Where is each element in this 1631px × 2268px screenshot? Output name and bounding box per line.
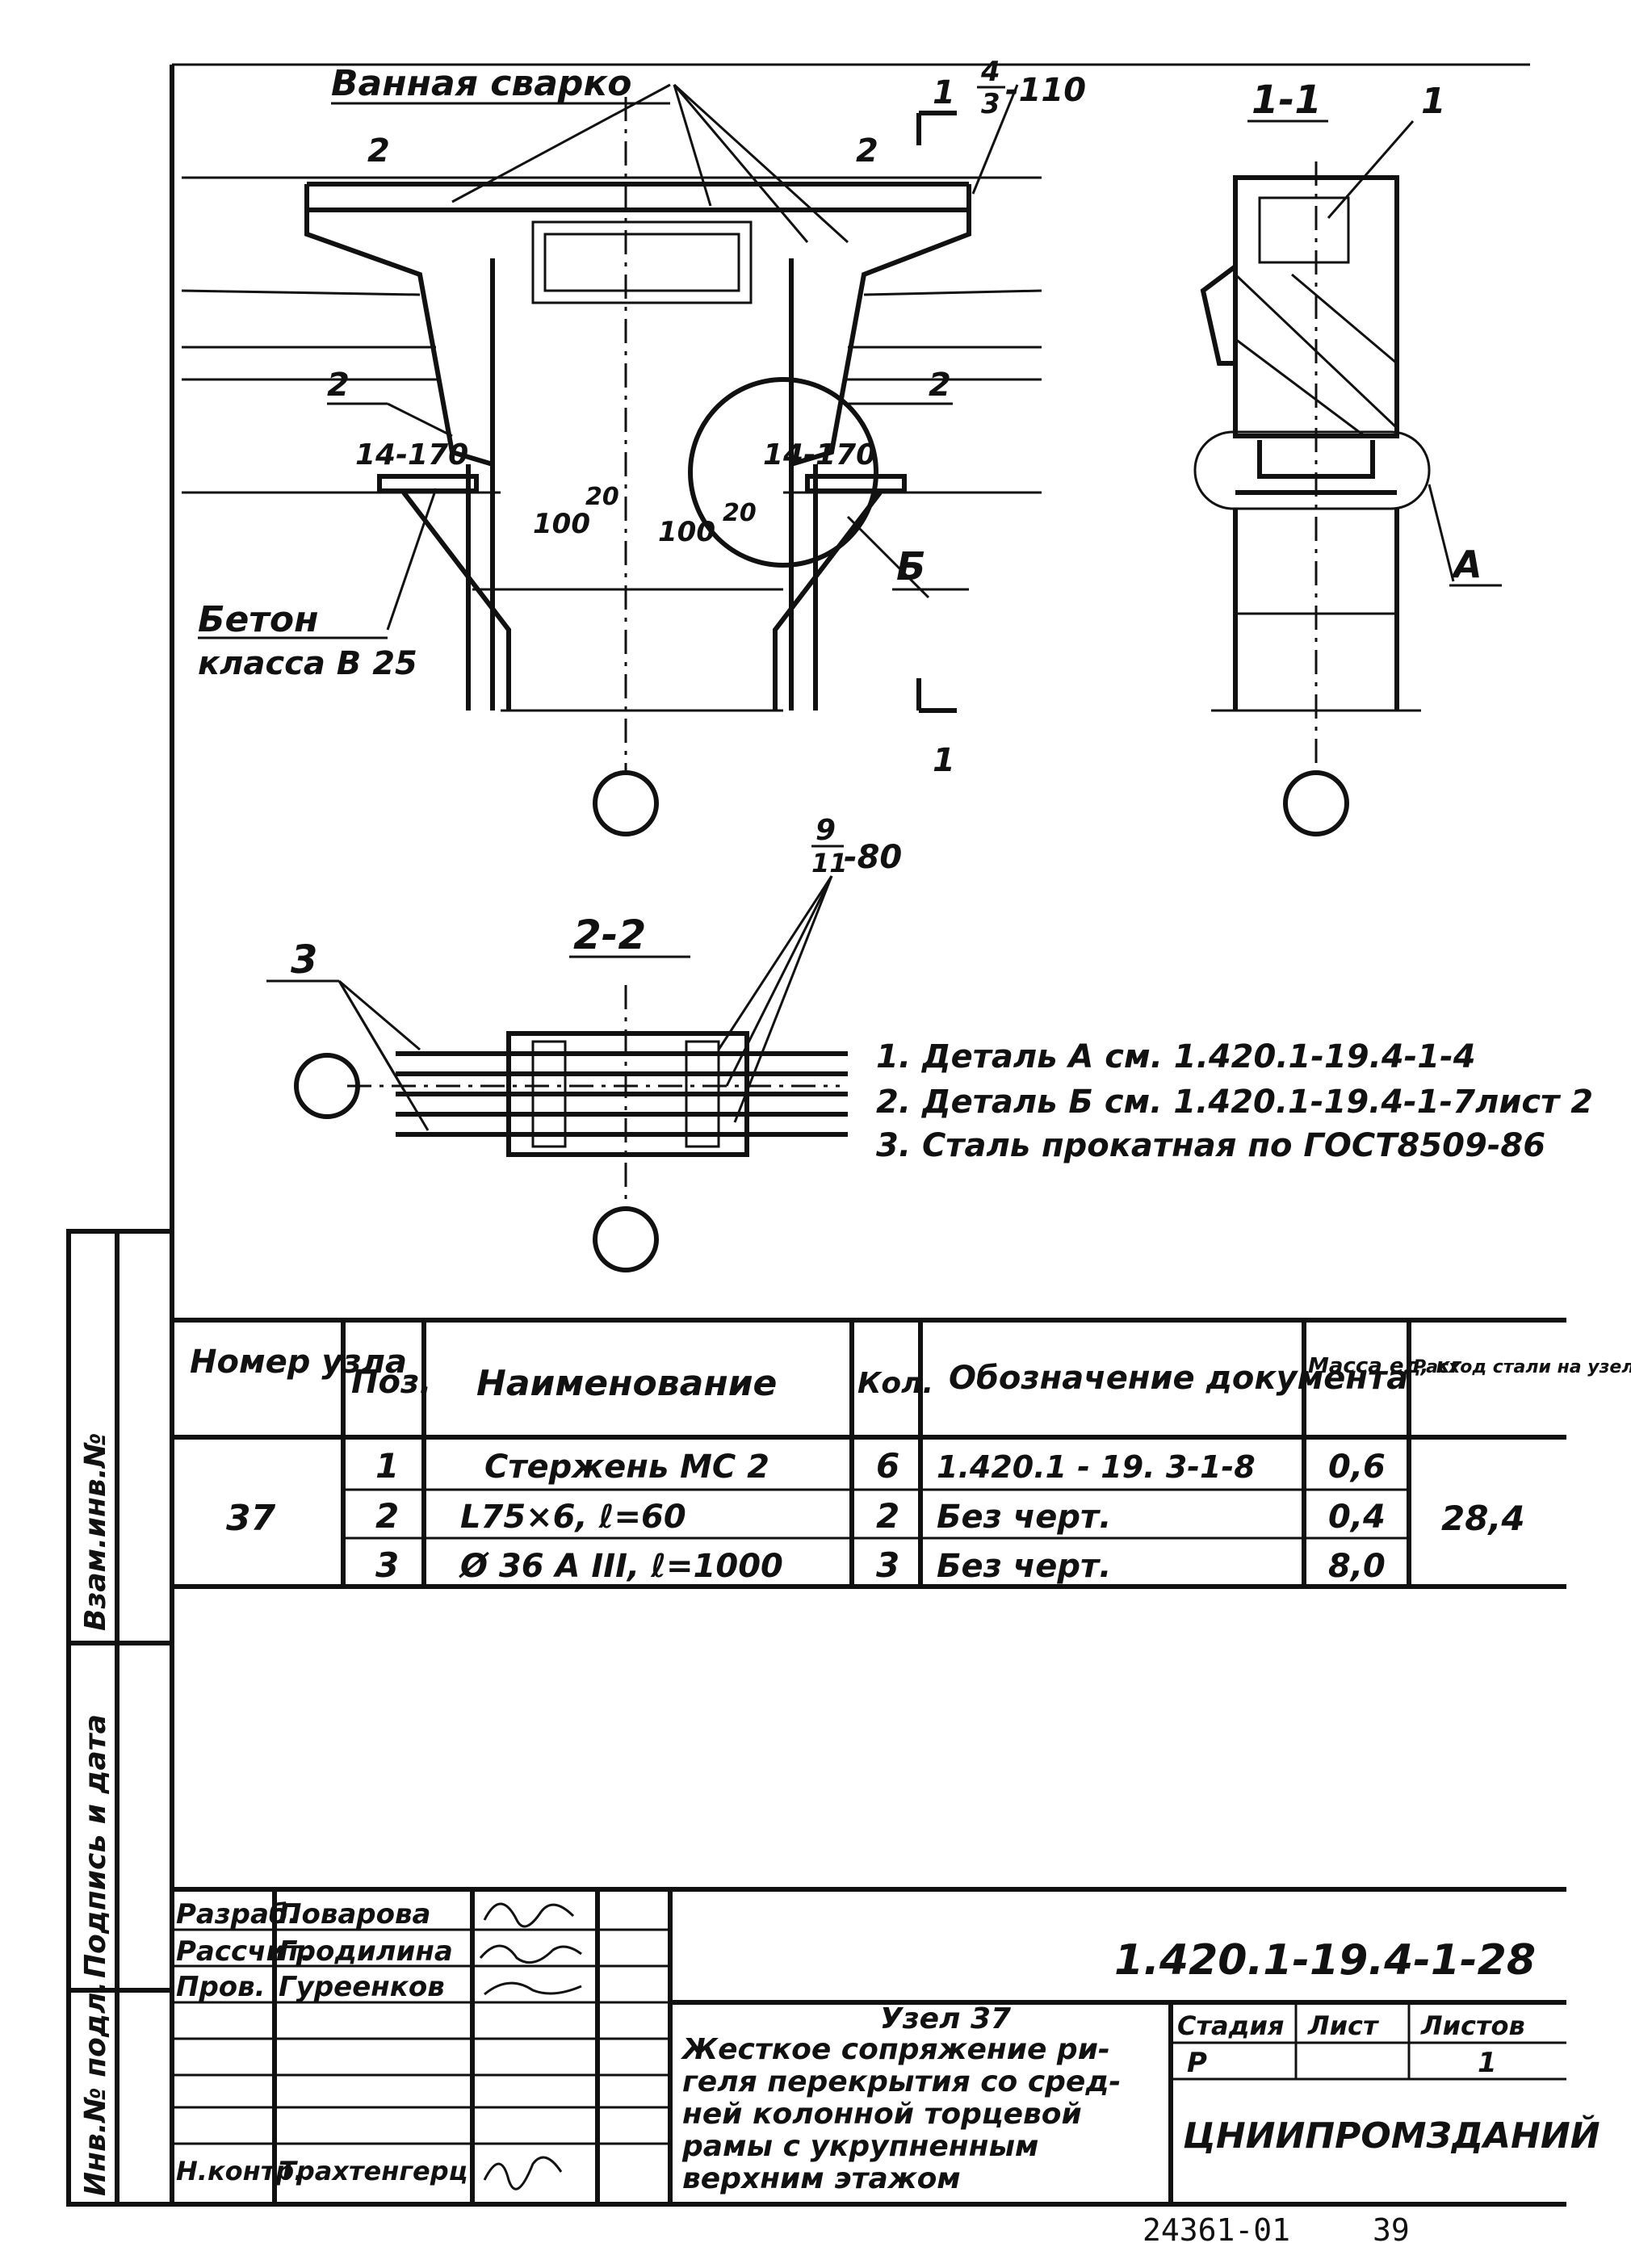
dim-100-left: 100 (533, 508, 590, 540)
side-field-3: Инв.№ подл. (79, 1981, 112, 2196)
dim-20-right: 20 (723, 499, 757, 527)
side-field-1: Взам.инв.№ (79, 1432, 112, 1631)
row3-pos: 3 (375, 1545, 399, 1585)
row3-mass: 8,0 (1328, 1548, 1386, 1585)
row2-mass: 0,4 (1328, 1499, 1386, 1536)
rebar-right: 14-170 (763, 438, 876, 472)
role-3: Пров. (176, 1971, 266, 2003)
section-1-1: 1-1 1 А (1193, 78, 1502, 836)
th-pos: Поз. (351, 1364, 431, 1401)
rebar-top-den: 3 (981, 88, 1000, 120)
concrete-label-2: класса В 25 (198, 645, 417, 682)
row1-mass: 0,6 (1328, 1448, 1386, 1486)
role-4: Н.контр. (176, 2156, 304, 2186)
sheet-label: Лист (1307, 2010, 1380, 2041)
rebar-left: 14-170 (355, 438, 468, 472)
axis-bubble-2-2-bottom (593, 1206, 659, 1272)
th-doc: Обозначение документа (949, 1360, 1408, 1397)
stage-value: Р (1187, 2047, 1207, 2079)
signature-2 (479, 1944, 582, 1964)
total-steel: 28,4 (1441, 1499, 1525, 1538)
name-2: Гродилина (279, 1935, 453, 1968)
th-node: Номер узла (190, 1344, 407, 1381)
callout-3: 3 (291, 937, 317, 983)
rebar-top-num: 4 (980, 56, 1000, 88)
row3-doc: Без черт. (937, 1548, 1111, 1585)
sheets-value: 1 (1478, 2047, 1497, 2079)
weld-label: Ванная сварко (331, 63, 632, 104)
axis-bubble-1-1 (1283, 770, 1349, 836)
row1-qty: 6 (876, 1446, 899, 1486)
side-field-2: Подпись и дата (79, 1714, 112, 1978)
spec-table: Номер узла Поз. Наименование Кол. Обозна… (172, 1318, 1631, 1589)
concrete-label-1: Бетон (198, 599, 319, 640)
callout-2-right-top: 2 (856, 132, 878, 170)
th-mass: Масса ед, кг (1308, 1354, 1462, 1378)
title-line-5: рамы с укрупненным (681, 2130, 1038, 2163)
title-block: Разраб. Поварова Рассчит. Гродилина Пров… (172, 1887, 1600, 2248)
callout-2-left-mid: 2 (327, 367, 350, 404)
rebar-22-spec: -80 (844, 839, 902, 876)
rebar-top-spec: -110 (1005, 72, 1086, 109)
signature-3 (484, 1981, 582, 1996)
doc-code: 1.420.1-19.4-1-28 (1114, 1936, 1536, 1985)
row2-qty: 2 (876, 1496, 899, 1536)
axis-bubble-main (593, 770, 659, 836)
title-line-3: геля перекрытия со сред- (682, 2065, 1121, 2098)
section-mark-top: 1 (933, 74, 955, 111)
note-1: 1. Деталь А см. 1.420.1-19.4-1-4 (876, 1038, 1476, 1075)
row3-name: Ø 36 А III, ℓ=1000 (459, 1548, 783, 1585)
title-line-1: Узел 37 (880, 2002, 1011, 2035)
footer-code: 24361-01 (1143, 2212, 1290, 2248)
rebar-22-den: 11 (811, 848, 848, 878)
callout-2-right-mid: 2 (929, 367, 951, 404)
stage-label: Стадия (1177, 2010, 1284, 2041)
detail-b-circle (688, 377, 878, 568)
section-2-2: 2-2 9 11 -80 3 (266, 814, 902, 1272)
th-steel: Расход стали на узел кг (1413, 1357, 1631, 1377)
note-2: 2. Деталь Б см. 1.420.1-19.4-1-7лист 2 (876, 1084, 1593, 1121)
row2-doc: Без черт. (937, 1499, 1111, 1536)
row2-name: L75×6, ℓ=60 (460, 1499, 686, 1536)
title-line-4: ней колонной торцевой (682, 2098, 1082, 2131)
title-line-6: верхним этажом (682, 2162, 961, 2195)
signature-1 (483, 1902, 575, 1928)
signature-4 (483, 2156, 563, 2190)
dim-20-left: 20 (585, 483, 619, 511)
section-mark-bottom: 1 (933, 742, 955, 779)
role-2: Рассчит. (176, 1935, 312, 1968)
title-line-2: Жесткое сопряжение ри- (680, 2033, 1110, 2066)
detail-a-label: А (1451, 543, 1482, 586)
main-view: Ванная сварко 2 2 4 3 -110 1 2 2 14-170 … (181, 56, 1086, 836)
notes: 1. Деталь А см. 1.420.1-19.4-1-4 2. Дета… (876, 1038, 1593, 1164)
footer-page: 39 (1373, 2212, 1410, 2248)
row2-pos: 2 (375, 1496, 399, 1536)
th-qty: Кол. (857, 1367, 933, 1400)
name-1: Поварова (279, 1898, 430, 1931)
sheets-label: Листов (1420, 2010, 1525, 2041)
axis-bubble-2-2-left (294, 1053, 360, 1119)
row1-name: Стержень МС 2 (484, 1448, 769, 1486)
side-stamp: Взам.инв.№ Подпись и дата Инв.№ подл. (66, 1229, 174, 2207)
section-1-1-title: 1-1 (1252, 78, 1322, 123)
name-3: Гуреенков (279, 1971, 445, 2003)
note-3: 3. Сталь прокатная по ГОСТ8509-86 (876, 1127, 1545, 1164)
detail-b-label: Б (896, 544, 926, 589)
row1-pos: 1 (375, 1446, 399, 1486)
name-4: Трахтенгерц (279, 2156, 467, 2186)
section-1-1-callout: 1 (1421, 81, 1446, 122)
organization: ЦНИИПРОМЗДАНИЙ (1183, 2114, 1600, 2157)
th-name: Наименование (476, 1363, 777, 1404)
section-2-2-title: 2-2 (573, 912, 646, 958)
row3-qty: 3 (876, 1545, 899, 1585)
role-1: Разраб. (176, 1898, 299, 1931)
node-number: 37 (226, 1498, 276, 1539)
rebar-22-num: 9 (816, 814, 836, 847)
row1-doc: 1.420.1 - 19. 3-1-8 (937, 1449, 1256, 1485)
callout-2-left-top: 2 (367, 132, 390, 170)
dim-100-right: 100 (658, 516, 715, 548)
